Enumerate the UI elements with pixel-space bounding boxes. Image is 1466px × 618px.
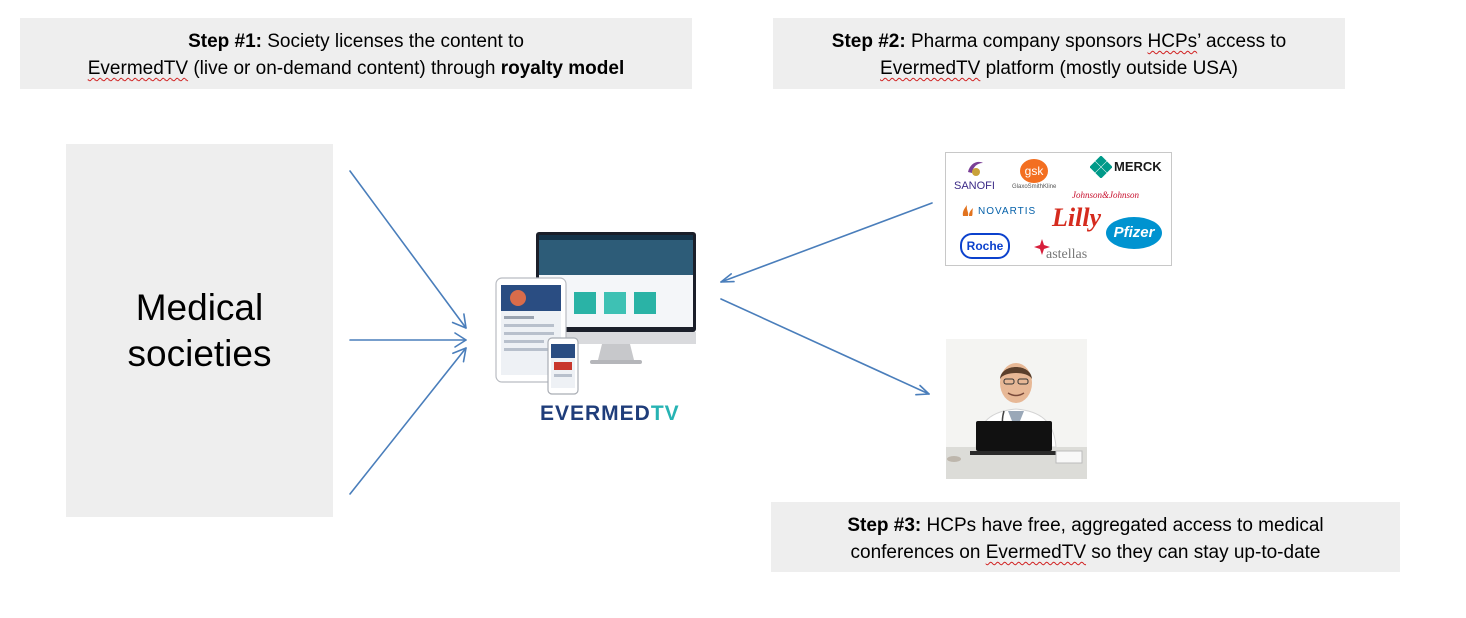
step2-label: Step #2: <box>831 31 906 52</box>
gsk-logo-text: gsk <box>1024 164 1044 178</box>
societies-line2: societies <box>127 332 272 374</box>
step2-hcps: HCPs <box>1147 31 1198 52</box>
step2-line2: EvermedTV platform (mostly outside USA) <box>773 55 1345 82</box>
step3-label: Step #3: <box>847 515 922 536</box>
evermed-logo-main: EVERMED <box>540 402 651 425</box>
step3-line2: conferences on EvermedTV so they can sta… <box>771 539 1400 566</box>
step1-box: Step #1: Society licenses the content to… <box>20 18 692 89</box>
sanofi-logo: SANOFI <box>954 180 995 192</box>
arrow-platform-to-hcp <box>720 298 930 396</box>
roche-logo-text: Roche <box>966 239 1004 253</box>
medical-societies-box: Medical societies <box>66 144 333 517</box>
evermedtv-logo: EVERMEDTV <box>540 402 680 426</box>
step1-label: Step #1: <box>188 31 262 52</box>
merck-logo: MERCK <box>1114 159 1162 174</box>
step1-brand: EvermedTV <box>87 58 189 79</box>
step1-line1-text: Society licenses the content to <box>261 31 524 52</box>
gsk-logo: gsk <box>1020 159 1048 183</box>
jnj-logo: Johnson&Johnson <box>1072 190 1139 200</box>
phone-icon <box>547 337 579 395</box>
evermed-logo-tv: TV <box>650 402 680 425</box>
pfizer-logo: Pfizer <box>1106 217 1162 249</box>
novartis-logo: NOVARTIS <box>978 206 1037 217</box>
societies-line1: Medical <box>135 286 264 328</box>
pharma-logos-panel: SANOFI gsk GlaxoSmithKline MERCK Johnson… <box>945 152 1172 266</box>
astellas-star-icon <box>1034 239 1050 255</box>
arrow-pharma-to-platform <box>720 202 933 283</box>
step1-royalty-model: royalty model <box>500 58 625 79</box>
step1-line2: EvermedTV (live or on-demand content) th… <box>20 55 692 82</box>
gsk-subtitle: GlaxoSmithKline <box>1012 184 1057 190</box>
novartis-flame-icon <box>962 205 973 216</box>
step3-line2-start: conferences on <box>850 542 986 563</box>
step3-line1-text: HCPs have free, aggregated access to med… <box>921 515 1324 536</box>
step2-line1-end: ’ access to <box>1197 31 1287 52</box>
step1-line1: Step #1: Society licenses the content to <box>20 28 692 55</box>
astellas-logo: astellas <box>1046 247 1088 262</box>
pfizer-logo-text: Pfizer <box>1113 224 1155 241</box>
step3-box: Step #3: HCPs have free, aggregated acce… <box>771 502 1400 572</box>
step2-box: Step #2: Pharma company sponsors HCPs’ a… <box>773 18 1345 89</box>
step2-line1: Step #2: Pharma company sponsors HCPs’ a… <box>773 28 1345 55</box>
doctor-at-laptop-photo <box>946 339 1087 479</box>
step2-line1-text: Pharma company sponsors <box>905 31 1148 52</box>
arrow-society-bottom <box>349 347 467 495</box>
step3-brand: EvermedTV <box>985 542 1087 563</box>
step2-brand: EvermedTV <box>880 58 981 79</box>
arrow-society-middle <box>349 332 467 348</box>
arrow-society-top <box>349 170 467 329</box>
step3-line1: Step #3: HCPs have free, aggregated acce… <box>771 512 1400 539</box>
step2-line2-text: platform (mostly outside USA) <box>980 58 1238 79</box>
roche-logo: Roche <box>960 233 1010 259</box>
step1-line2-text: (live or on-demand content) through <box>188 58 501 79</box>
step3-line2-end: so they can stay up-to-date <box>1086 542 1321 563</box>
evermed-devices-mockup <box>495 232 696 395</box>
merck-icon <box>1090 156 1112 178</box>
sanofi-bird-icon <box>968 161 983 176</box>
lilly-logo: Lilly <box>1052 203 1102 232</box>
